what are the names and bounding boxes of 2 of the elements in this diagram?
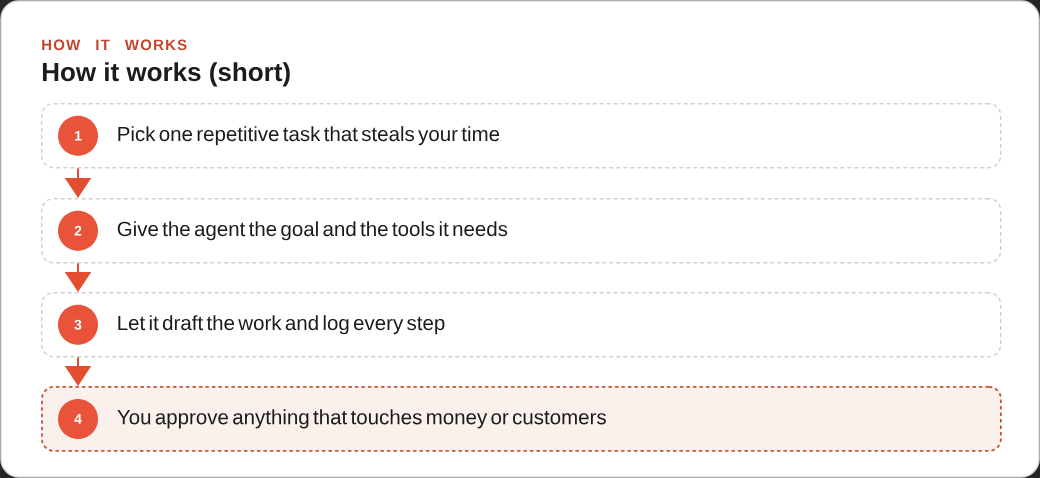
title: How it works (short) bbox=[42, 62, 290, 87]
eyebrow-label: HOW IT WORKS bbox=[42, 39, 187, 51]
